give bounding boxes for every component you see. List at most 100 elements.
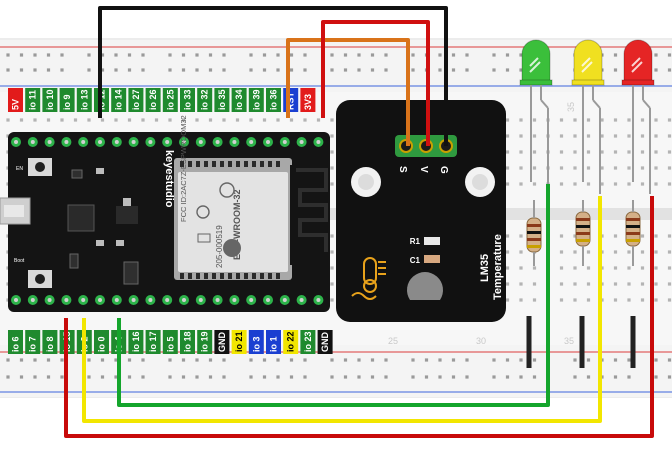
breadboard-hole	[640, 266, 645, 270]
breadboard-hole	[33, 68, 37, 72]
breadboard-hole	[60, 375, 64, 379]
top-pin-box	[248, 88, 264, 112]
breadboard-hole	[627, 282, 631, 286]
breadboard-hole	[330, 134, 334, 138]
breadboard-hole	[505, 282, 510, 286]
breadboard-hole	[613, 298, 618, 302]
usb-uart-chip	[67, 204, 95, 232]
esp-wroom-module-pins	[180, 161, 280, 279]
top-pin-box	[162, 88, 178, 112]
breadboard-hole	[168, 358, 172, 362]
bottom-pin-box	[266, 330, 281, 354]
breadboard-hole	[19, 358, 24, 362]
breadboard-hole	[613, 182, 618, 186]
breadboard-hole	[559, 282, 564, 286]
breadboard-hole	[6, 358, 10, 362]
breadboard-hole	[357, 53, 361, 57]
breadboard-hole	[627, 358, 631, 362]
breadboard-hole	[438, 68, 442, 72]
esp32-header-pins	[11, 137, 324, 305]
breadboard-hole	[87, 118, 91, 122]
breadboard-hole	[195, 53, 199, 57]
breadboard-hole	[519, 250, 523, 254]
breadboard-hole	[330, 250, 334, 254]
lm35-chip	[406, 272, 443, 300]
breadboard-hole	[60, 68, 64, 72]
breadboard-hole	[276, 53, 280, 57]
breadboard-hole	[505, 118, 510, 122]
bottom-pin-box	[25, 330, 41, 354]
breadboard-hole	[60, 118, 64, 122]
breadboard-hole	[249, 53, 253, 57]
breadboard-hole	[73, 118, 78, 122]
breadboard-hole	[519, 282, 523, 286]
r1-label: R1	[410, 237, 421, 246]
breadboard-hole	[654, 234, 658, 238]
top-pin-box	[8, 88, 23, 112]
breadboard-hole	[667, 358, 672, 362]
breadboard-hole	[195, 68, 199, 72]
breadboard-hole	[168, 53, 172, 57]
breadboard-hole	[600, 134, 604, 138]
breadboard-hole	[6, 53, 10, 57]
breadboard-hole	[573, 150, 577, 154]
top-pin-label: io 10	[45, 89, 55, 110]
breadboard-hole	[276, 375, 280, 379]
breadboard-hole	[600, 182, 604, 186]
breadboard-hole	[519, 182, 523, 186]
breadboard-hole	[532, 375, 537, 379]
bottom-pin-box	[162, 330, 178, 354]
breadboard-hole	[667, 375, 672, 379]
breadboard-hole	[330, 150, 334, 154]
breadboard-hole	[559, 298, 564, 302]
breadboard-hole	[505, 53, 510, 57]
bottom-pin-box	[231, 330, 247, 354]
breadboard-hole	[654, 250, 658, 254]
breadboard-hole	[573, 266, 577, 270]
breadboard-hole	[19, 68, 24, 72]
bottom-pin-label: io 3	[251, 336, 261, 352]
breadboard-hole	[330, 166, 334, 170]
rohs-mark-icon	[197, 233, 211, 243]
column-number-25: 25	[388, 336, 398, 346]
top-pin-box	[180, 88, 195, 112]
ground-jumpers	[526, 316, 636, 368]
breadboard-hole	[208, 375, 213, 379]
breadboard-hole	[505, 182, 510, 186]
breadboard-hole	[60, 358, 64, 362]
breadboard-hole	[19, 53, 24, 57]
breadboard-hole	[370, 68, 375, 72]
breadboard-hole	[208, 68, 213, 72]
breadboard-hole	[505, 234, 510, 238]
top-pin-label: io 35	[217, 89, 227, 110]
breadboard-hole	[100, 375, 105, 379]
top-pin-box	[42, 88, 58, 112]
breadboard-hole	[559, 150, 564, 154]
breadboard-hole	[654, 118, 658, 122]
breadboard-hole	[6, 68, 10, 72]
bottom-pin-box	[248, 330, 264, 354]
bottom-pin-label: io 6	[11, 336, 21, 352]
breadboard-hole	[370, 53, 375, 57]
breadboard-hole	[654, 134, 658, 138]
top-pin-label: io 39	[251, 89, 261, 110]
breadboard-hole	[451, 68, 456, 72]
breadboard-hole	[519, 166, 523, 170]
breadboard-hole	[505, 266, 510, 270]
breadboard-hole	[154, 118, 159, 122]
breadboard-hole	[370, 375, 375, 379]
breadboard-hole	[357, 68, 361, 72]
breadboard-hole	[640, 282, 645, 286]
breadboard-hole	[249, 68, 253, 72]
breadboard-hole	[195, 118, 199, 122]
breadboard-hole	[573, 234, 577, 238]
breadboard-hole	[654, 266, 658, 270]
top-pin-label: io 11	[28, 90, 38, 110]
breadboard-hole	[46, 358, 51, 362]
breadboard-hole	[384, 358, 388, 362]
breadboard-hole	[654, 358, 658, 362]
breadboard-hole	[640, 234, 645, 238]
bottom-pin-label: io 23	[303, 331, 313, 352]
breadboard-hole	[532, 166, 537, 170]
